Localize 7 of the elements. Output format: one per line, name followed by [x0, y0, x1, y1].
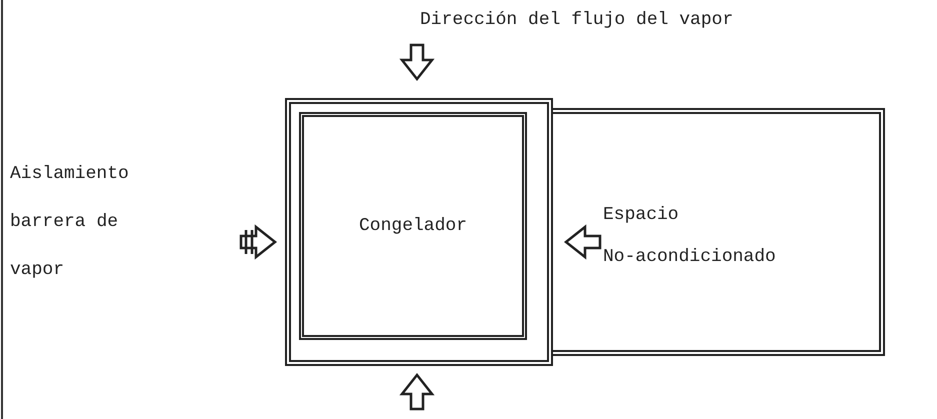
title: Dirección del flujo del vapor [420, 10, 734, 30]
freezer-box [299, 112, 527, 340]
node-label: Espacio No-acondicionado [603, 204, 777, 269]
node-label: Congelador [358, 216, 468, 236]
room-box [553, 108, 885, 356]
insulation-wall-box [285, 98, 553, 366]
annotation-text: Aislamiento barrera de vapor [10, 163, 130, 282]
